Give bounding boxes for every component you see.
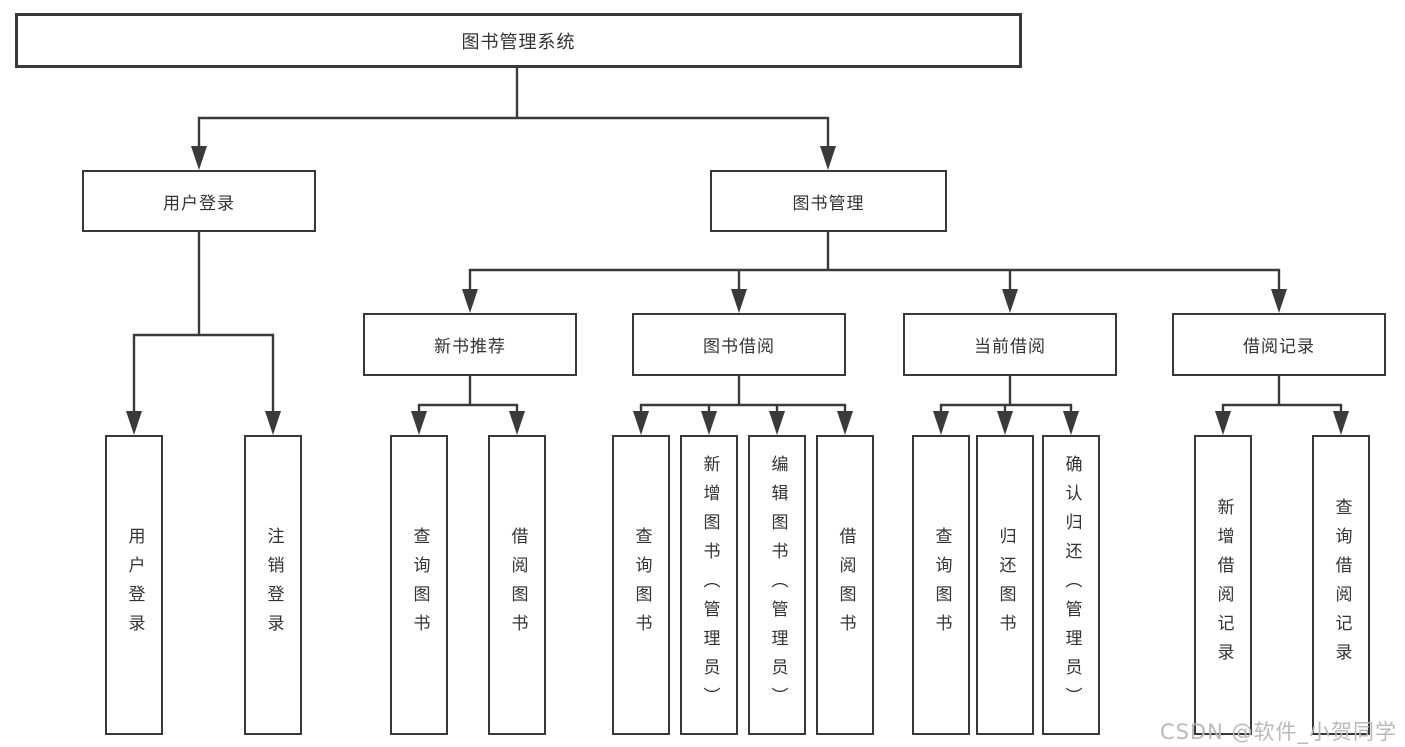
leaf-borrow-books: 借阅图书 bbox=[488, 435, 546, 735]
node-user-login: 用户登录 bbox=[82, 170, 316, 232]
node-book-borrow: 图书借阅 bbox=[632, 313, 846, 376]
leaf-borrow-books: 借阅图书 bbox=[816, 435, 874, 735]
leaf-add-borrow-record: 新增借阅记录 bbox=[1194, 435, 1252, 735]
leaf-confirm-return-admin: 确认归还（管理员） bbox=[1042, 435, 1100, 735]
leaf-user-login: 用户登录 bbox=[105, 435, 163, 735]
node-borrow-records: 借阅记录 bbox=[1172, 313, 1386, 376]
leaf-add-book-admin: 新增图书（管理员） bbox=[680, 435, 738, 735]
leaf-query-books: 查询图书 bbox=[612, 435, 670, 735]
node-new-book-recommend: 新书推荐 bbox=[363, 313, 577, 376]
leaf-query-books: 查询图书 bbox=[912, 435, 970, 735]
leaf-query-books: 查询图书 bbox=[390, 435, 448, 735]
leaf-query-borrow-record: 查询借阅记录 bbox=[1312, 435, 1370, 735]
csdn-watermark: CSDN @软件_小贺同学 bbox=[1159, 720, 1397, 744]
node-current-borrow: 当前借阅 bbox=[903, 313, 1117, 376]
leaf-logout: 注销登录 bbox=[244, 435, 302, 735]
node-library-management-system: 图书管理系统 bbox=[15, 13, 1022, 68]
leaf-edit-book-admin: 编辑图书（管理员） bbox=[748, 435, 806, 735]
node-book-management: 图书管理 bbox=[710, 170, 947, 232]
leaf-return-books: 归还图书 bbox=[976, 435, 1034, 735]
